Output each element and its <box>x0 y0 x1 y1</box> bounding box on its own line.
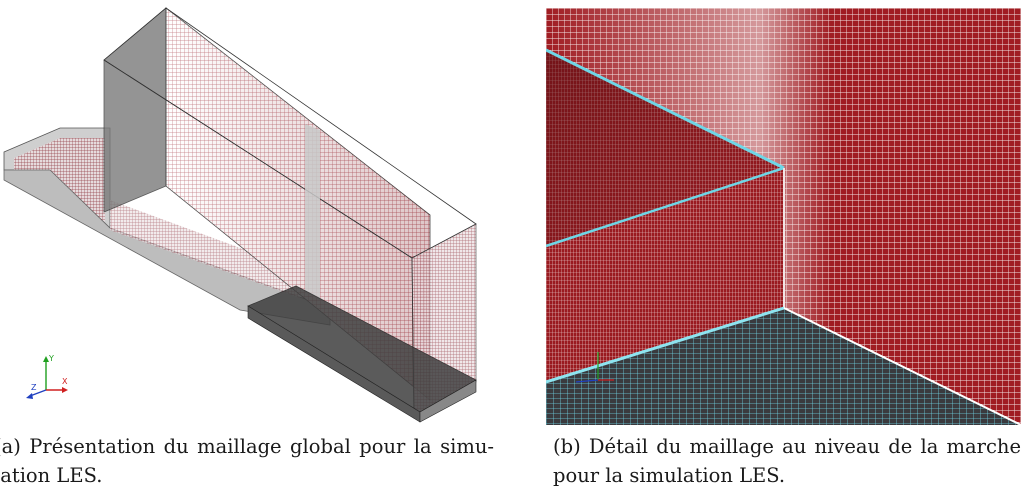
floor-mesh <box>546 308 1021 425</box>
step-mesh-drawing <box>546 8 1021 425</box>
caption-a: (a) Présentation du maillage global pour… <box>0 432 494 490</box>
caption-a-line-1: (a) Présentation du maillage global pour… <box>0 435 494 458</box>
step-front-face <box>546 168 784 382</box>
step-block-front <box>103 7 167 213</box>
axis-y-label: Y <box>48 354 54 363</box>
caption-b-line-1: (b) Détail du maillage au niveau de la m… <box>553 435 1021 458</box>
caption-b: (b) Détail du maillage au niveau de la m… <box>553 432 1021 490</box>
axes-triad-icon: Y X Z <box>26 354 68 399</box>
caption-b-line-2: pour la simulation LES. <box>553 464 786 487</box>
global-mesh-figure: Y X Z <box>0 0 500 425</box>
caption-a-line-2: lation LES. <box>0 464 103 487</box>
axis-z-label: Z <box>31 383 37 392</box>
axes-triad-icon <box>575 352 614 383</box>
axis-x-label: X <box>62 377 68 386</box>
step-mesh-detail-figure <box>546 8 1021 425</box>
global-mesh-drawing <box>3 7 477 423</box>
